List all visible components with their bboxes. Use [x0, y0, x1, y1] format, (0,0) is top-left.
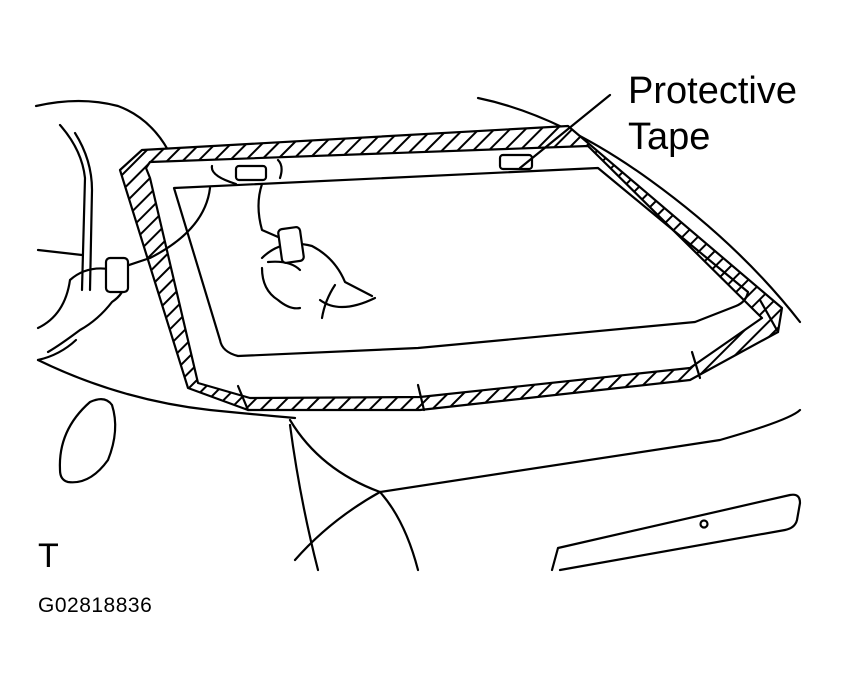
protective-tape-frame [118, 124, 784, 412]
callout-line-1: Protective [628, 70, 797, 112]
callout-line-2: Tape [628, 116, 711, 158]
right-hand-fingers [260, 260, 302, 310]
door-frame-line [36, 248, 84, 257]
a-pillar-outer [58, 123, 87, 292]
right-sleeve [318, 296, 377, 309]
roof-line [34, 99, 170, 152]
a-pillar-inner [73, 131, 94, 292]
panel-bolt [699, 519, 709, 529]
hood-front [288, 423, 320, 572]
roof-edge-right [476, 96, 802, 324]
protective-tape-callout: Protective Tape [628, 68, 797, 160]
tape-clip-left [234, 164, 268, 182]
cowl-line [288, 408, 802, 494]
windshield-glass [172, 166, 750, 358]
left-sleeve [36, 338, 78, 362]
right-hand [260, 242, 374, 298]
left-handle [104, 256, 130, 294]
tape-seam-bottom-left [236, 384, 250, 412]
side-mirror [58, 398, 117, 484]
cutting-wire [118, 158, 287, 270]
hood-line-left [36, 358, 297, 420]
fender-curve [378, 490, 420, 572]
hood-edge-lower [293, 490, 382, 562]
callout-leader [518, 93, 612, 170]
tape-seam-bottom-mid [416, 383, 426, 412]
right-wrist [320, 283, 337, 320]
tape-seam-right [758, 298, 780, 334]
tape-seam-bottom-right [690, 350, 702, 380]
figure-code: G02818836 [38, 594, 153, 617]
trunk-panel [550, 493, 802, 572]
right-handle [277, 226, 305, 264]
view-letter: T [38, 537, 59, 575]
